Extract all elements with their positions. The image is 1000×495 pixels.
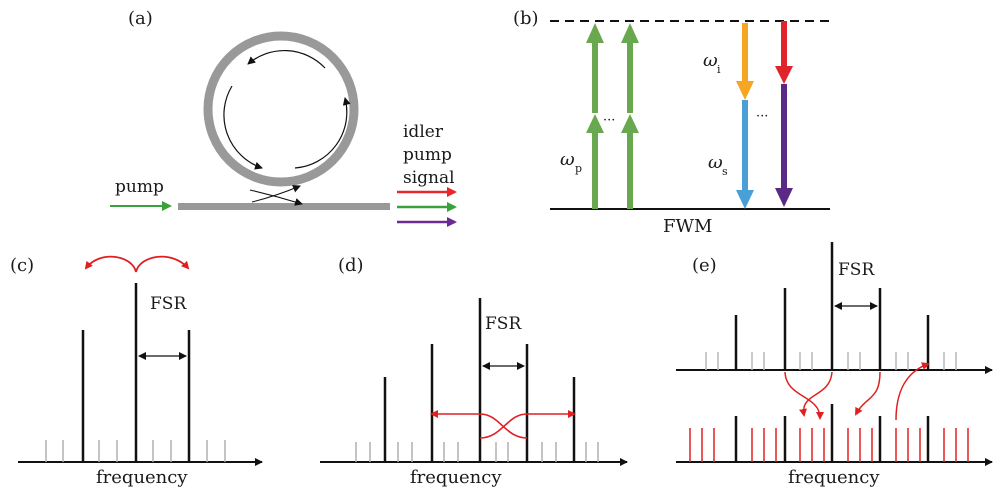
- ring-circulation-arrow-left: [223, 85, 263, 170]
- cavity-modes-c: [45, 440, 226, 462]
- frequency-axis-label-c: frequency: [96, 467, 188, 488]
- panel-b-label: (b): [513, 8, 539, 29]
- comb-lines-e-lower: [734, 404, 930, 462]
- panel-c: (c) frequency FSR: [10, 255, 263, 488]
- omega-i-label: ω: [703, 50, 718, 71]
- panel-c-label: (c): [10, 255, 34, 276]
- panel-a-label: (a): [128, 8, 153, 29]
- panel-b: (b) ··· ω p: [513, 8, 830, 237]
- output-label-pump: pump: [403, 145, 452, 165]
- panel-d: (d) frequency FSR: [320, 255, 628, 488]
- pump-split-arrow-c-right: [135, 255, 190, 273]
- output-label-idler: idler: [403, 122, 444, 142]
- subcomb-arrow-e-4: [895, 362, 930, 421]
- fwm-caption: FWM: [663, 216, 712, 237]
- subcomb-lines-e-lower: [689, 428, 969, 462]
- ring-resonator: [203, 31, 359, 187]
- frequency-axis-label-d: frequency: [410, 467, 502, 488]
- output-label-signal: signal: [403, 168, 455, 188]
- coupling-arrow-1: [251, 184, 301, 203]
- ring-circulation-arrow-right: [294, 97, 351, 169]
- fsr-label-e: FSR: [838, 260, 875, 280]
- subcomb-arrow-e-1: [784, 371, 824, 420]
- idler-photon-arrow: [736, 23, 754, 100]
- panel-e: (e) FSR frequency: [676, 242, 993, 488]
- subcomb-arrow-e-3: [855, 371, 881, 416]
- pump-input-label: pump: [115, 177, 164, 197]
- omega-s-subscript: s: [722, 165, 728, 178]
- omega-s-label: ω: [708, 152, 723, 173]
- panel-d-label: (d): [338, 255, 364, 276]
- pump-split-arrow-c-left: [84, 255, 137, 273]
- panel-e-label: (e): [692, 255, 717, 276]
- pump-photon-arrow-2: [621, 23, 639, 209]
- cavity-modes-e-upper: [705, 352, 957, 370]
- idler-photon-arrow-2: [775, 21, 793, 84]
- cascade-arrow-d-left: [430, 410, 528, 439]
- coupling-arrow-2: [249, 189, 303, 206]
- signal-photon-arrow: [736, 100, 754, 209]
- ellipsis-idler-signal: ···: [756, 109, 768, 124]
- ring-circulation-arrow-top: [247, 50, 326, 69]
- panel-a: (a) pump idler pump signal: [110, 8, 457, 227]
- omega-p-subscript: p: [575, 162, 582, 175]
- pump-photon-arrow-1: [586, 23, 604, 209]
- omega-i-subscript: i: [717, 63, 721, 76]
- frequency-axis-label-e: frequency: [788, 467, 880, 488]
- cavity-modes-d: [355, 442, 599, 462]
- signal-photon-arrow-2: [775, 84, 793, 207]
- fsr-label-d: FSR: [485, 314, 522, 334]
- bus-waveguide: [178, 203, 390, 210]
- subcomb-arrow-e-2: [799, 371, 833, 417]
- cascade-arrow-d-right: [479, 410, 576, 439]
- fsr-label-c: FSR: [150, 294, 187, 314]
- omega-p-label: ω: [560, 149, 575, 170]
- ellipsis-pump: ···: [603, 113, 615, 128]
